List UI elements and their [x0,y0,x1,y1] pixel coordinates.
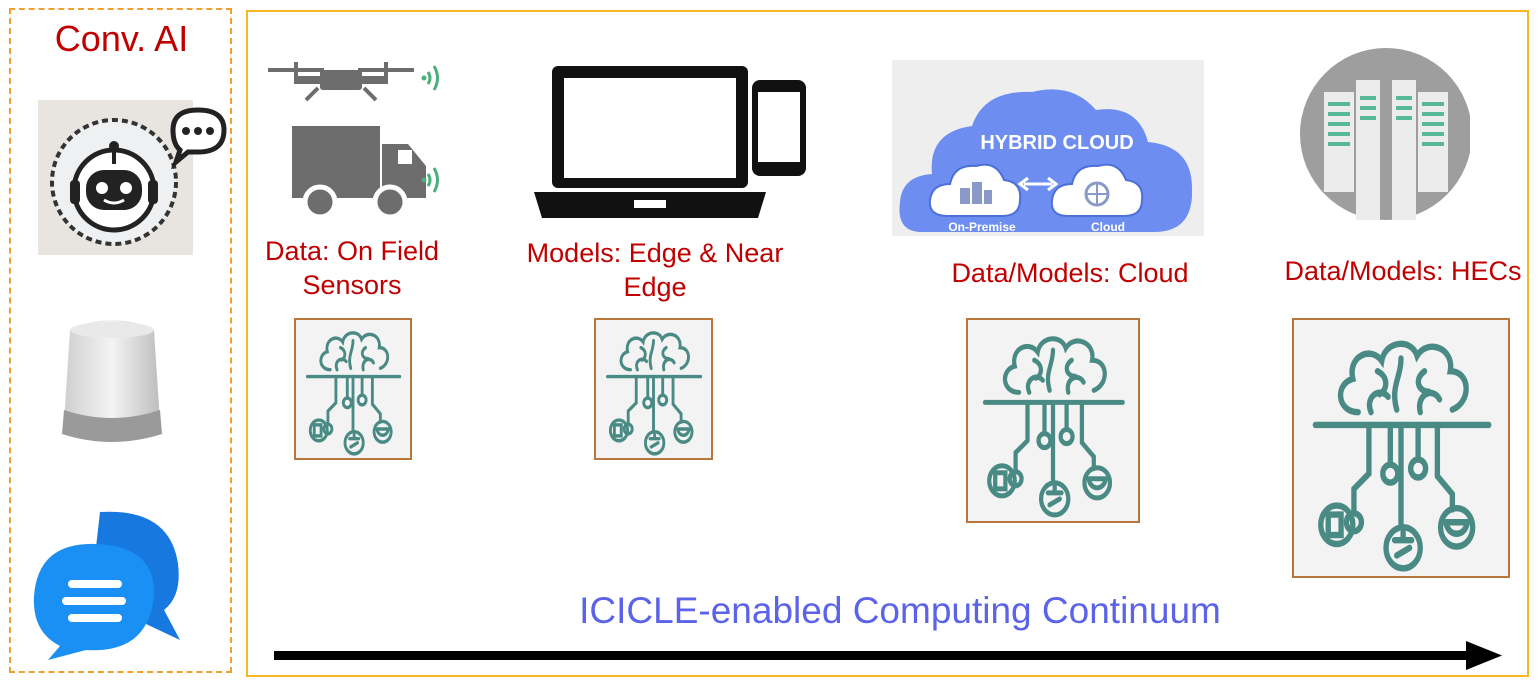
stage-label-line1: Data/Models: HECs [1284,256,1522,286]
brain-model-icon [294,318,412,460]
brain-model-icon [1292,318,1510,578]
datacenter-icon [1300,40,1472,230]
continuum-panel [246,10,1529,677]
laptop-phone-icon [530,62,810,222]
stage-label-edge: Models: Edge & Near Edge [505,236,805,304]
stage-label-cloud: Data/Models: Cloud [920,256,1220,290]
hybrid-cloud-icon: HYBRID CLOUD On-Premise Cloud [892,60,1204,236]
continuum-arrow [272,640,1504,672]
brain-model-icon [966,318,1140,523]
stage-label-hecs: Data/Models: HECs [1268,254,1537,288]
hybrid-cloud-title: HYBRID CLOUD [980,132,1134,154]
stage-label-line1: Data: On Field [264,236,440,266]
stage-label-sensors: Data: On Field Sensors [252,234,452,302]
drone-truck-sensors-icon [258,52,448,222]
conv-ai-panel [9,8,232,673]
chat-bubbles-icon [30,500,190,660]
stage-label-line2: Edge [623,272,687,302]
smart-speaker-icon [52,310,172,450]
chatbot-icon [38,100,228,255]
stage-label-line1: Data/Models: Cloud [951,258,1189,288]
brain-model-icon [594,318,713,460]
conv-ai-title: Conv. AI [54,18,189,59]
cloud-label: Cloud [1091,220,1125,234]
on-premise-label: On-Premise [948,220,1016,234]
stage-label-line1: Models: Edge & Near [526,238,784,268]
continuum-label: ICICLE-enabled Computing Continuum [579,590,1221,631]
stage-label-line2: Sensors [302,270,402,300]
